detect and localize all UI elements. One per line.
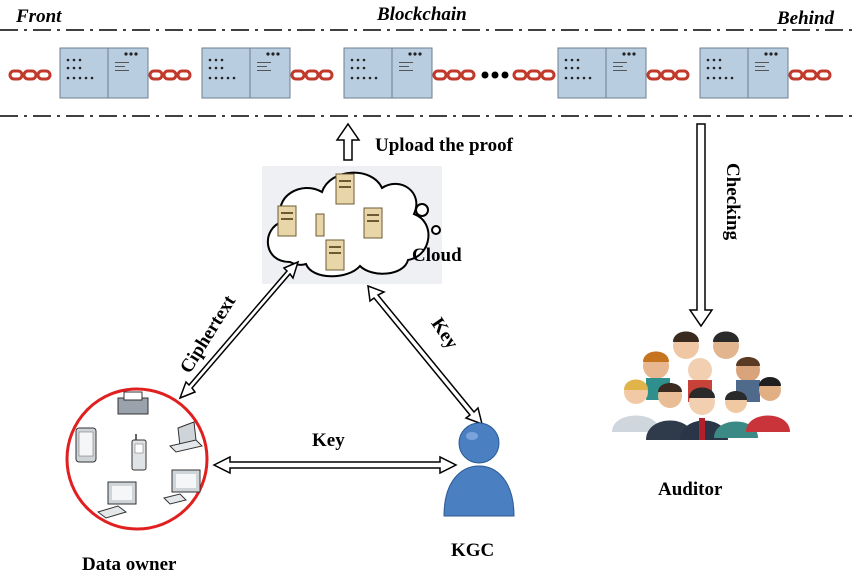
phone-icon bbox=[131, 434, 147, 471]
front-label: Front bbox=[16, 6, 62, 27]
auditor-people-group-icon bbox=[612, 331, 790, 440]
tablet-icon bbox=[75, 427, 97, 463]
auditor-label: Auditor bbox=[658, 479, 723, 500]
data-owner-label: Data owner bbox=[82, 554, 177, 575]
cloud-label: Cloud bbox=[412, 245, 462, 266]
data-owner-devices-icon bbox=[65, 387, 209, 531]
upload-arrow bbox=[335, 122, 361, 161]
block-2 bbox=[201, 47, 291, 99]
chain-links bbox=[8, 69, 832, 81]
upload-proof-label: Upload the proof bbox=[375, 135, 513, 156]
checking-arrow bbox=[688, 123, 714, 328]
key-cloud-kgc-arrow bbox=[367, 284, 484, 426]
block-5 bbox=[699, 47, 789, 99]
kgc-label: KGC bbox=[451, 540, 495, 561]
printer-icon bbox=[117, 391, 149, 415]
desktop-icon bbox=[96, 481, 137, 519]
kgc-person-icon bbox=[443, 422, 515, 517]
blockchain-label: Blockchain bbox=[377, 4, 467, 25]
checking-label: Checking bbox=[722, 163, 743, 241]
blockchain-blocks bbox=[59, 47, 789, 99]
block-1 bbox=[59, 47, 149, 99]
laptop-icon bbox=[169, 421, 203, 453]
behind-label: Behind bbox=[777, 8, 835, 29]
block-4 bbox=[557, 47, 647, 99]
ciphertext-arrow bbox=[178, 260, 300, 400]
key-owner-kgc-arrow bbox=[212, 455, 458, 475]
block-3 bbox=[343, 47, 433, 99]
key-owner-kgc-label: Key bbox=[312, 430, 345, 451]
workstation-icon bbox=[163, 469, 201, 505]
